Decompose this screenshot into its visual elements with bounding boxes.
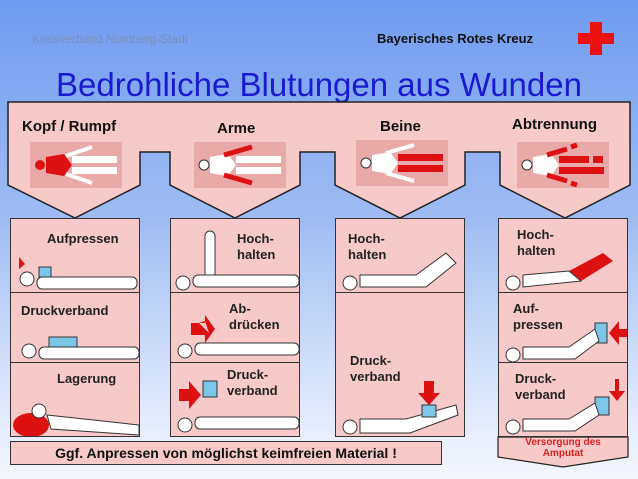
step-panel: Druck- verband bbox=[170, 362, 300, 437]
body-arms-icon bbox=[194, 142, 286, 188]
step-label: Hoch- halten bbox=[517, 227, 556, 258]
organization-name: Kreisverband Nürnberg-Stadt bbox=[32, 32, 189, 46]
person-lying-icon bbox=[21, 336, 139, 360]
red-cross-logo bbox=[578, 22, 614, 55]
person-legs-raised-icon bbox=[342, 252, 457, 291]
step-panel: Druckverband bbox=[10, 292, 140, 363]
step-panel: Ab- drücken bbox=[170, 292, 300, 363]
step-panel: Lagerung bbox=[10, 362, 140, 437]
footer-note: Ggf. Anpressen von möglichst keimfreien … bbox=[10, 441, 442, 465]
step-label: Lagerung bbox=[57, 371, 117, 386]
step-label: Hoch- halten bbox=[348, 231, 387, 262]
step-label: Druckverband bbox=[21, 303, 109, 318]
step-panel: Hoch- halten bbox=[498, 218, 628, 293]
step-label: Hoch- halten bbox=[237, 231, 276, 262]
person-limb-raised-icon bbox=[505, 253, 613, 291]
person-stump-pressure-icon bbox=[505, 321, 627, 362]
person-pressure-icon bbox=[177, 315, 299, 359]
step-label: Ab- drücken bbox=[229, 301, 280, 332]
category-kopf-rumpf: Kopf / Rumpf bbox=[22, 118, 117, 135]
person-lying-icon bbox=[19, 257, 138, 290]
step-panel: Hoch- halten bbox=[170, 218, 300, 293]
step-panel: Aufpressen bbox=[10, 218, 140, 293]
step-panel: Auf- pressen bbox=[498, 292, 628, 363]
step-label: Auf- pressen bbox=[513, 301, 563, 332]
brand-name: Bayerisches Rotes Kreuz bbox=[377, 31, 534, 46]
step-label: Druck- verband bbox=[515, 371, 566, 402]
body-legs-icon bbox=[356, 140, 448, 186]
person-stump-bandage-icon bbox=[505, 379, 625, 435]
person-leg-bandage-icon bbox=[342, 381, 459, 435]
step-panel: Hoch- halten bbox=[335, 218, 465, 293]
person-arm-raised-icon bbox=[175, 230, 299, 291]
person-lying-icon bbox=[13, 403, 139, 436]
step-label: Druck- verband bbox=[350, 353, 401, 384]
body-head-torso-icon bbox=[30, 142, 122, 188]
category-abtrennung: Abtrennung bbox=[512, 116, 597, 133]
category-beine: Beine bbox=[380, 118, 421, 135]
person-bandage-icon bbox=[177, 380, 299, 433]
step-panel: Druck- verband bbox=[335, 292, 465, 437]
body-amputation-icon bbox=[517, 142, 609, 188]
category-arme: Arme bbox=[217, 120, 256, 137]
step-label: Druck- verband bbox=[227, 367, 278, 398]
amputat-care-label: Versorgung des Amputat bbox=[525, 437, 601, 459]
step-panel: Druck- verband bbox=[498, 362, 628, 437]
page-title: Bedrohliche Blutungen aus Wunden bbox=[56, 66, 582, 103]
step-label: Aufpressen bbox=[47, 231, 119, 246]
